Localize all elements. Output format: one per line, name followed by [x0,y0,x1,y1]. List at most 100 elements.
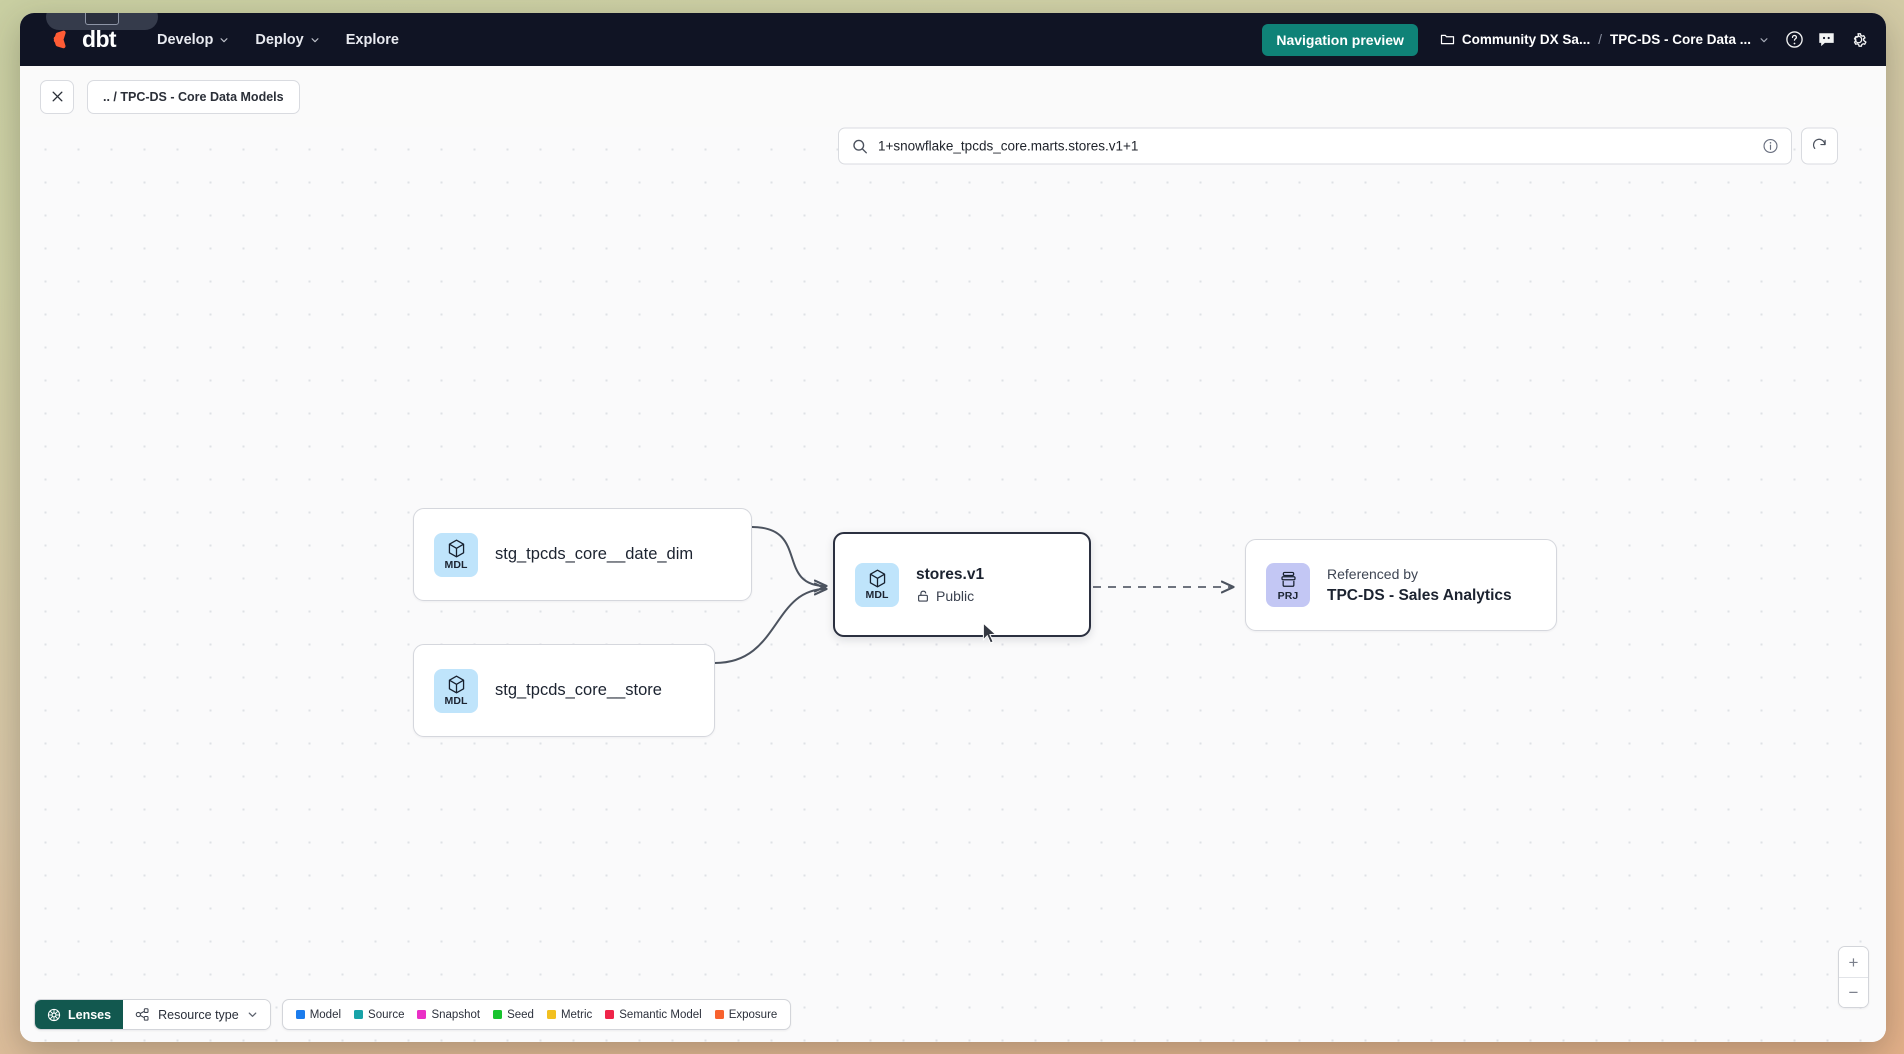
node-body: stores.v1 Public [916,565,984,604]
legend-item-model: Model [295,1008,342,1021]
lens-control-group: Lenses Resource type [34,999,271,1030]
dbt-brand-text: dbt [82,26,117,52]
application-window: dbt Develop Deploy Explore [20,13,1886,1042]
legend-swatch [295,1010,305,1019]
legend-item-snapshot: Snapshot [417,1009,480,1021]
info-icon[interactable] [1762,138,1779,155]
node-body: stg_tpcds_core__date_dim [495,544,693,565]
navigation-preview-button[interactable]: Navigation preview [1262,23,1418,56]
resource-type-badge-project: PRJ [1266,563,1310,607]
legend-label: Model [309,1008,342,1021]
primary-nav-items: Develop Deploy Explore [146,25,410,55]
close-lineage-button[interactable] [40,79,74,114]
chevron-down-icon [220,37,228,42]
legend-swatch [546,1010,556,1019]
legend-item-semantic-model: Semantic Model [605,1008,702,1021]
lenses-button[interactable]: Lenses [35,1000,124,1029]
zoom-controls: + − [1838,946,1869,1008]
lineage-search-area [838,127,1838,165]
refresh-lineage-button[interactable] [1801,127,1838,165]
lineage-search-input[interactable] [878,138,1752,154]
resource-type-label: MDL [444,695,468,708]
dbt-logomark-icon [53,30,66,49]
nav-item-develop-label: Develop [156,31,214,48]
legend-item-exposure: Exposure [714,1008,778,1021]
node-access-row: Public [916,588,984,604]
node-body: Referenced by TPC-DS - Sales Analytics [1327,565,1512,606]
node-title: stg_tpcds_core__date_dim [495,545,694,564]
graph-node-stores-v1[interactable]: MDL stores.v1 Public [833,532,1091,637]
chevron-down-icon[interactable] [1759,35,1769,45]
resource-type-filter-button[interactable]: Resource type [123,1000,270,1029]
topbar-utility-icons [1785,30,1868,49]
zoom-in-button[interactable]: + [1839,947,1868,977]
node-access-label: Public [936,588,975,605]
help-icon[interactable] [1785,30,1804,49]
legend-label: Snapshot [431,1008,481,1021]
lineage-search-box[interactable] [838,127,1792,165]
chevron-down-icon [311,37,319,42]
cube-icon [448,675,464,694]
node-relationship-label: Referenced by [1327,565,1419,582]
lineage-graph-canvas[interactable]: MDL stg_tpcds_core__date_dim MDL stg_tpc… [20,127,1886,1042]
legend-swatch [605,1010,615,1019]
legend-swatch [714,1010,724,1019]
legend-item-seed: Seed [493,1009,534,1021]
refresh-icon [1812,138,1826,149]
legend-item-metric: Metric [546,1008,593,1021]
top-navigation-bar: dbt Develop Deploy Explore [20,13,1886,66]
graph-node-stg-tpcds-core-store[interactable]: MDL stg_tpcds_core__store [413,644,715,737]
resource-type-filter-label: Resource type [158,1007,239,1022]
nav-item-deploy-label: Deploy [255,31,304,48]
legend-label: Source [368,1008,405,1021]
legend-swatch [417,1010,427,1019]
breadcrumb-account[interactable]: Community DX Sa... [1440,32,1590,47]
resource-type-badge-model: MDL [434,668,478,713]
folder-icon [1440,34,1455,45]
lens-globe-icon [47,1008,61,1021]
feedback-icon[interactable] [1817,30,1836,49]
legend-swatch [354,1010,364,1019]
cube-icon [869,569,885,588]
resource-type-badge-model: MDL [855,562,899,607]
nav-item-develop[interactable]: Develop [146,25,240,55]
dbt-brand-logo[interactable]: dbt [46,26,117,53]
nav-item-deploy[interactable]: Deploy [244,25,330,55]
chevron-down-icon [248,1012,257,1017]
account-project-breadcrumb: Community DX Sa... / TPC-DS - Core Data … [1440,32,1769,47]
legend-label: Semantic Model [619,1008,702,1021]
resource-type-label: MDL [444,559,468,572]
zoom-out-button[interactable]: − [1839,977,1868,1007]
node-title: TPC-DS - Sales Analytics [1327,586,1512,604]
lenses-button-label: Lenses [68,1007,112,1022]
resource-type-badge-model: MDL [434,532,478,577]
window-camera-notch [46,13,158,30]
legend-swatch [493,1010,503,1019]
project-breadcrumb-pill[interactable]: .. / TPC-DS - Core Data Models [87,79,300,114]
settings-gear-icon[interactable] [1849,30,1868,49]
search-icon [853,139,867,153]
project-stack-icon [1280,571,1296,587]
edge-date-dim-to-stores [751,526,826,586]
breadcrumb-account-label: Community DX Sa... [1461,32,1591,47]
close-icon [51,91,63,102]
legend-label: Metric [560,1008,593,1021]
legend-label: Exposure [728,1008,778,1021]
lineage-toolbar: .. / TPC-DS - Core Data Models [20,66,1886,165]
graph-node-stg-tpcds-core-date-dim[interactable]: MDL stg_tpcds_core__date_dim [413,508,752,601]
node-title: stores.v1 [916,565,985,583]
cube-icon [448,539,464,558]
legend-label: Seed [507,1008,534,1021]
breadcrumb-project[interactable]: TPC-DS - Core Data ... [1609,32,1751,47]
legend-item-source: Source [354,1009,404,1021]
notch-camera-icon [85,13,119,25]
resource-type-label: PRJ [1277,589,1299,602]
resource-type-label: MDL [865,589,889,602]
nav-item-explore-label: Explore [345,31,399,48]
node-title: stg_tpcds_core__store [495,681,662,700]
breadcrumb-separator: / [1598,32,1602,47]
lineage-bottom-bar: Lenses Resource type [34,999,792,1030]
nav-item-explore[interactable]: Explore [335,25,410,55]
graph-node-referenced-by-project[interactable]: PRJ Referenced by TPC-DS - Sales Analyti… [1245,539,1557,631]
